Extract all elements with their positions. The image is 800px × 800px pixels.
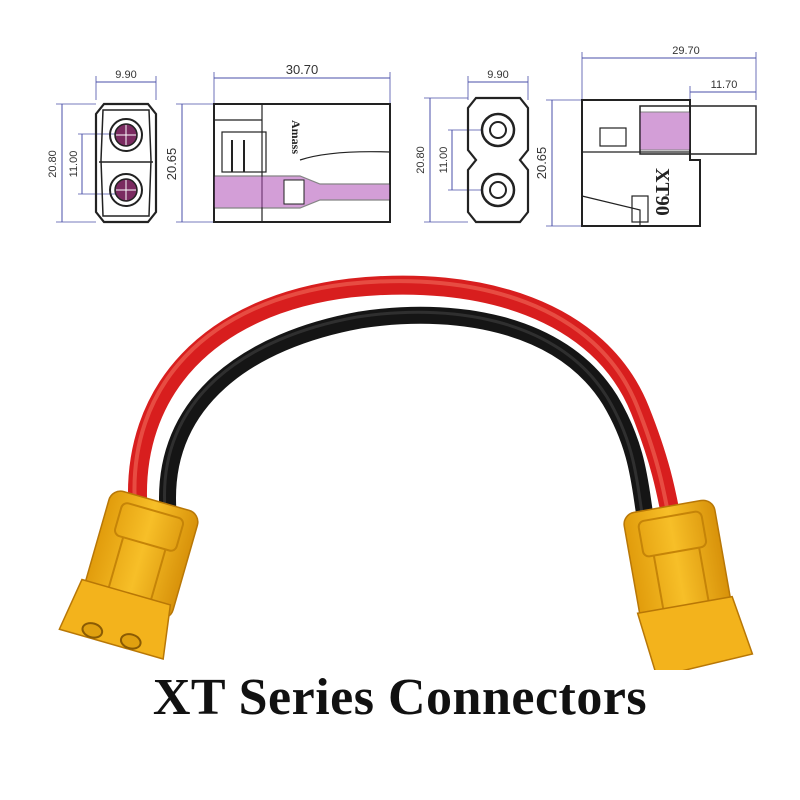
left-connector: [58, 490, 199, 660]
technical-drawings: 9.90 20.80 11.00 30.70 20.65: [47, 45, 757, 227]
female-side-view: 29.70 11.70 20.65 XT90: [534, 45, 757, 227]
female-side-height-label: 20.65: [534, 147, 549, 180]
male-front-pin-spacing-label: 11.00: [68, 151, 80, 178]
black-wire: [159, 306, 655, 531]
male-front-height-label: 20.80: [47, 150, 59, 178]
cable-photo: [58, 275, 754, 670]
right-connector: [623, 499, 754, 670]
page-title: XT Series Connectors: [152, 669, 648, 726]
male-front-width-label: 9.90: [115, 69, 136, 81]
male-side-length-label: 30.70: [286, 62, 319, 77]
female-side-length-label: 29.70: [672, 45, 700, 57]
female-front-view: 9.90 20.80 11.00: [415, 69, 530, 224]
female-front-height-label: 20.80: [415, 146, 427, 174]
female-front-width-label: 9.90: [487, 69, 508, 81]
female-side-mark: XT90: [651, 168, 673, 216]
female-side-sub-length-label: 11.70: [711, 79, 738, 91]
male-side-height-label: 20.65: [164, 148, 179, 181]
male-front-view: 9.90 20.80 11.00: [47, 69, 158, 224]
male-side-mark: Amass: [289, 120, 303, 154]
male-side-view: 30.70 20.65 Amass: [164, 62, 391, 223]
female-front-pin-spacing-label: 11.00: [438, 147, 450, 174]
